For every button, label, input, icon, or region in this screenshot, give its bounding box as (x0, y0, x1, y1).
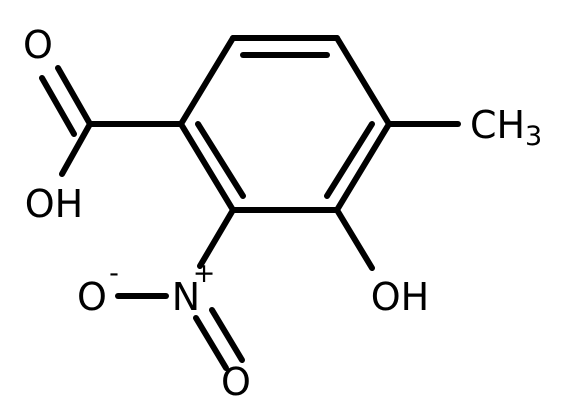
carbonyl-oxygen-label: O (23, 23, 53, 67)
nitro-oxygen-double-label: O (221, 360, 251, 404)
nitro-double-bond-a (193, 315, 229, 371)
ring-bond-lower-left-inner (195, 121, 246, 199)
ring-bond-upper-right (334, 35, 392, 127)
ring-to-nitro-bond (197, 207, 236, 269)
carbonyl-double-bond-a (55, 65, 93, 127)
nitro-oxygen-charge: - (109, 258, 119, 289)
methyl-label: CH (470, 103, 525, 147)
carboxyl-bonds (39, 65, 184, 177)
nitro-oxygen-minus-label: O (77, 275, 107, 319)
phenol-hydroxyl-label: OH (371, 275, 429, 319)
ring-bond-upper-left (178, 35, 236, 127)
ring-bond-lower-left (178, 121, 236, 213)
acid-oh-bond (59, 121, 93, 177)
benzene-ring (178, 35, 392, 213)
carbonyl-double-bond-b (39, 75, 77, 137)
ring-bond-lower-right-inner (324, 121, 375, 199)
phenol-oh-bond (334, 207, 375, 271)
nitro-bonds (115, 207, 245, 371)
acid-hydroxyl-label: OH (25, 182, 83, 226)
nitro-nitrogen-charge: + (193, 258, 216, 289)
nitro-double-bond-b (209, 307, 245, 363)
nitro-nitrogen-label: N (172, 275, 200, 319)
methyl-subscript: 3 (525, 121, 542, 152)
ring-bond-lower-right (334, 121, 392, 213)
